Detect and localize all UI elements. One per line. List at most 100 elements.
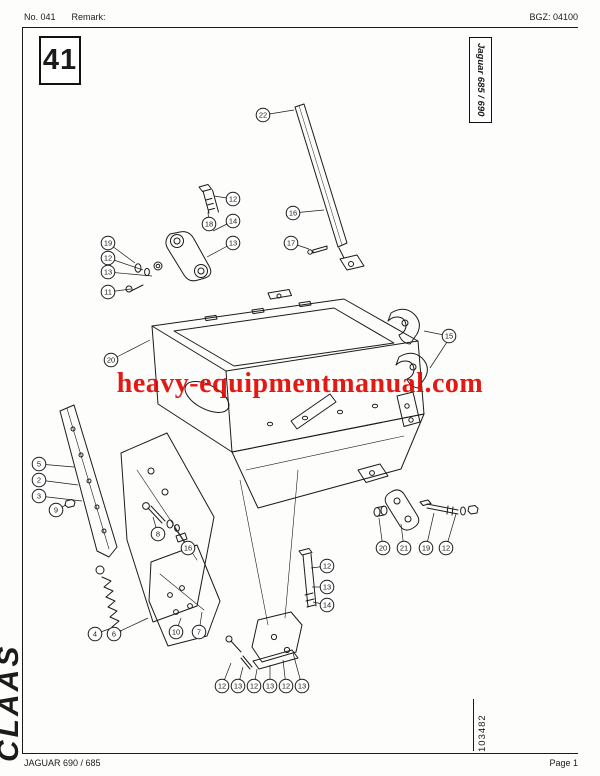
- svg-text:19: 19: [422, 544, 430, 553]
- svg-text:13: 13: [234, 682, 242, 691]
- callout-11: 11: [100, 284, 116, 300]
- part-blade: [59, 404, 118, 558]
- callout-layer: 22 16 17 18 12 14 13 19 12 13 11 20 15 5 2 3 9 8 16 4 6 10 7 12…: [31, 107, 457, 694]
- callout-20: 20: [375, 540, 391, 556]
- callout-12: 12: [214, 678, 230, 694]
- svg-text:14: 14: [229, 217, 237, 226]
- remark-label: Remark:: [71, 12, 106, 22]
- footer-rule: [22, 753, 578, 754]
- brand-logo: CLAAS: [0, 608, 58, 762]
- part-hook-lower: [395, 352, 428, 389]
- callout-13: 13: [230, 678, 246, 694]
- callout-20: 20: [103, 352, 119, 368]
- callout-7: 7: [191, 624, 207, 640]
- part-spring: [101, 576, 122, 632]
- callout-17: 17: [283, 235, 299, 251]
- callout-12: 12: [319, 558, 335, 574]
- callout-22: 22: [255, 107, 271, 123]
- figure-number: 103482: [477, 714, 488, 752]
- svg-text:4: 4: [93, 630, 97, 639]
- svg-text:21: 21: [400, 544, 408, 553]
- svg-text:12: 12: [218, 682, 226, 691]
- svg-text:14: 14: [323, 601, 331, 610]
- svg-text:12: 12: [229, 195, 237, 204]
- callout-18: 18: [201, 216, 217, 232]
- part-plate-2: [148, 544, 221, 647]
- diagram-linework: [59, 103, 479, 670]
- callout-4: 4: [87, 626, 103, 642]
- svg-text:9: 9: [54, 506, 58, 515]
- callout-13: 13: [294, 678, 310, 694]
- svg-text:20: 20: [379, 544, 387, 553]
- callout-15: 15: [441, 328, 457, 344]
- section-number-box: 41: [39, 36, 81, 85]
- part-bottom-bracket: [251, 611, 303, 663]
- svg-text:5: 5: [37, 460, 41, 469]
- figure-number-rule: [473, 699, 474, 751]
- part-rod: [294, 103, 348, 248]
- model-tab: Jaguar 685 / 690: [469, 37, 492, 123]
- callout-12: 12: [246, 678, 262, 694]
- svg-text:18: 18: [205, 220, 213, 229]
- part-hook-upper: [387, 308, 420, 345]
- svg-text:13: 13: [266, 682, 274, 691]
- callout-12: 12: [225, 191, 241, 207]
- callout-12: 12: [438, 540, 454, 556]
- svg-text:13: 13: [104, 268, 112, 277]
- svg-text:16: 16: [289, 209, 297, 218]
- svg-text:13: 13: [298, 682, 306, 691]
- svg-text:12: 12: [250, 682, 258, 691]
- callout-19: 19: [100, 235, 116, 251]
- brand-logo-text: CLAAS: [0, 643, 25, 762]
- callout-2: 2: [31, 472, 47, 488]
- svg-text:7: 7: [197, 628, 201, 637]
- part-frame: [151, 298, 419, 372]
- callout-13: 13: [262, 678, 278, 694]
- left-border-rule: [22, 27, 23, 754]
- svg-text:20: 20: [107, 356, 115, 365]
- svg-text:8: 8: [156, 530, 160, 539]
- svg-text:17: 17: [287, 239, 295, 248]
- callout-6: 6: [106, 626, 122, 642]
- header-bgz: BGZ: 04100: [529, 12, 578, 22]
- part-chute: [231, 413, 425, 509]
- section-number: 41: [42, 44, 78, 76]
- svg-text:15: 15: [445, 332, 453, 341]
- header-left: No. 041 Remark:: [24, 12, 106, 22]
- callout-5: 5: [31, 456, 47, 472]
- svg-text:3: 3: [37, 492, 41, 501]
- footer-model: JAGUAR 690 / 685: [24, 758, 101, 768]
- callout-8: 8: [150, 526, 166, 542]
- callout-9: 9: [48, 502, 64, 518]
- callout-19: 19: [418, 540, 434, 556]
- svg-text:2: 2: [37, 476, 41, 485]
- callout-13: 13: [100, 264, 116, 280]
- svg-text:12: 12: [282, 682, 290, 691]
- callout-12: 12: [100, 250, 116, 266]
- svg-text:13: 13: [323, 583, 331, 592]
- svg-text:12: 12: [442, 544, 450, 553]
- callout-21: 21: [396, 540, 412, 556]
- svg-text:12: 12: [323, 562, 331, 571]
- callout-16: 16: [285, 205, 301, 221]
- svg-text:12: 12: [104, 254, 112, 263]
- callout-13: 13: [225, 235, 241, 251]
- model-label: Jaguar 685 / 690: [475, 43, 486, 117]
- doc-number: No. 041: [24, 12, 56, 22]
- footer-page: Page 1: [549, 758, 578, 768]
- callout-16: 16: [180, 540, 196, 556]
- part-link: [384, 489, 420, 531]
- callout-3: 3: [31, 488, 47, 504]
- part-plate: [120, 432, 215, 623]
- callout-12: 12: [278, 678, 294, 694]
- svg-text:16: 16: [184, 544, 192, 553]
- svg-text:19: 19: [104, 239, 112, 248]
- svg-text:6: 6: [112, 630, 116, 639]
- svg-text:10: 10: [172, 628, 180, 637]
- svg-text:11: 11: [104, 288, 112, 297]
- callout-14: 14: [225, 213, 241, 229]
- svg-text:22: 22: [259, 111, 267, 120]
- svg-text:13: 13: [229, 239, 237, 248]
